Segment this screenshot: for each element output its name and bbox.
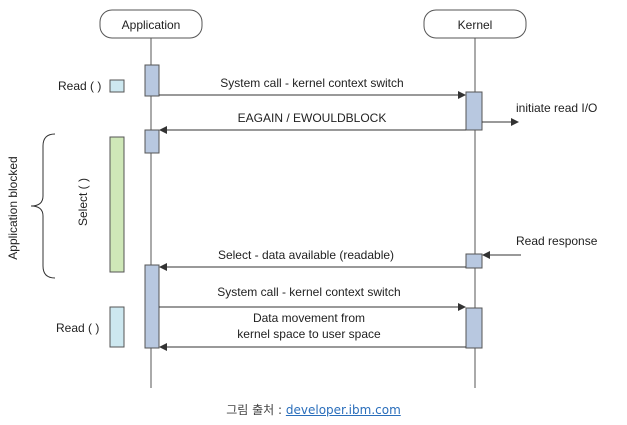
app-activation-select — [144, 129, 160, 154]
source-link[interactable]: developer.ibm.com — [285, 403, 401, 417]
read-indicator-bottom — [109, 306, 125, 348]
blocked-brace — [30, 133, 56, 279]
kernel-title: Kernel — [458, 18, 493, 32]
read-indicator-top — [109, 79, 125, 93]
kernel-activation-select — [465, 253, 483, 269]
kernel-activation-copy — [465, 307, 483, 349]
application-blocked-label: Application blocked — [6, 156, 20, 259]
syscall-label-2: System call - kernel context switch — [217, 285, 400, 299]
kernel-activation-read — [465, 91, 483, 131]
app-activation-read — [144, 64, 160, 97]
data-movement-label-2: kernel space to user space — [237, 327, 381, 341]
select-label: Select ( ) — [76, 178, 90, 226]
read-response-label: Read response — [516, 234, 598, 248]
read-label-top: Read ( ) — [58, 79, 101, 93]
app-activation-read2 — [144, 264, 160, 349]
initiate-read-label: initiate read I/O — [516, 101, 597, 115]
syscall-label-1: System call - kernel context switch — [220, 76, 403, 90]
select-blocked-bar — [109, 136, 125, 273]
read-label-bottom: Read ( ) — [56, 321, 99, 335]
data-movement-label-1: Data movement from — [253, 311, 365, 325]
eagain-label: EAGAIN / EWOULDBLOCK — [238, 111, 387, 125]
caption-prefix: 그림 출처 : — [226, 403, 286, 417]
application-title: Application — [122, 18, 181, 32]
figure-caption: 그림 출처 : developer.ibm.com — [0, 401, 627, 418]
select-available-label: Select - data available (readable) — [218, 248, 394, 262]
